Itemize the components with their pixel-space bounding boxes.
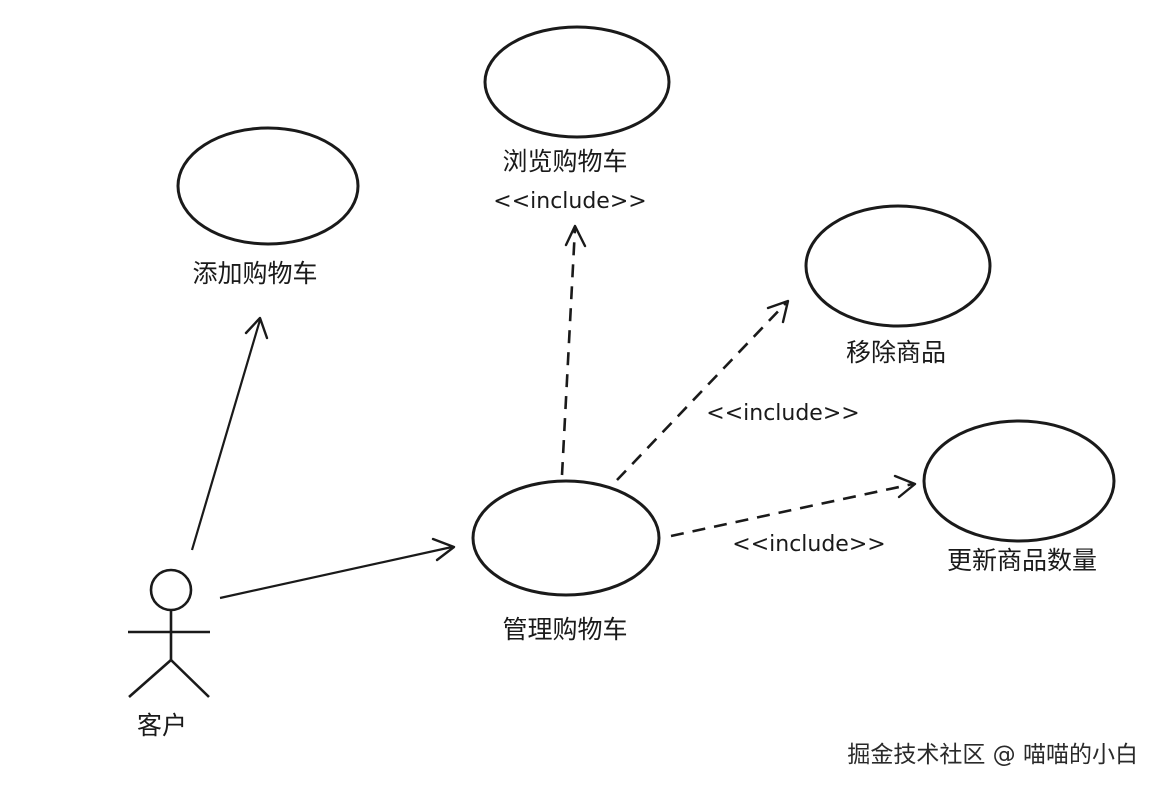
actor-stick-figure: [128, 568, 210, 698]
stereotype-include-update: <<include>>: [732, 532, 885, 557]
stereotype-include-remove: <<include>>: [706, 401, 859, 426]
use-case-add-to-cart-label: 添加购物车: [192, 259, 317, 288]
use-case-remove-item-ellipse: [804, 204, 992, 328]
arrowhead-remove: [766, 299, 790, 324]
use-case-browse-cart-label: 浏览购物车: [502, 147, 627, 176]
include-edge-update: [670, 482, 914, 538]
association-actor-to-add-cart: [190, 319, 262, 551]
use-case-browse-cart-ellipse: [483, 25, 671, 139]
use-case-manage-cart-label: 管理购物车: [502, 615, 627, 644]
actor-left-leg: [128, 659, 172, 698]
arrowhead-update: [893, 474, 917, 499]
actor-label: 客户: [137, 711, 187, 740]
use-case-update-quantity-ellipse: [922, 419, 1116, 543]
use-case-remove-item-label: 移除商品: [846, 338, 946, 367]
watermark-text: 掘金技术社区 @ 喵喵的小白: [847, 742, 1138, 768]
arrowhead-manage-cart: [431, 537, 456, 562]
include-edge-remove: [616, 302, 787, 481]
use-case-manage-cart-ellipse: [471, 479, 661, 597]
stereotype-include-browse: <<include>>: [493, 189, 646, 214]
use-case-add-to-cart-ellipse: [176, 126, 360, 246]
arrowhead-add-cart: [244, 316, 269, 340]
include-edge-browse: [560, 227, 577, 476]
association-actor-to-manage-cart: [219, 545, 453, 600]
actor-right-leg: [170, 659, 210, 698]
use-case-update-quantity-label: 更新商品数量: [947, 546, 1097, 575]
actor-head: [149, 568, 193, 612]
arrowhead-browse: [564, 224, 587, 248]
